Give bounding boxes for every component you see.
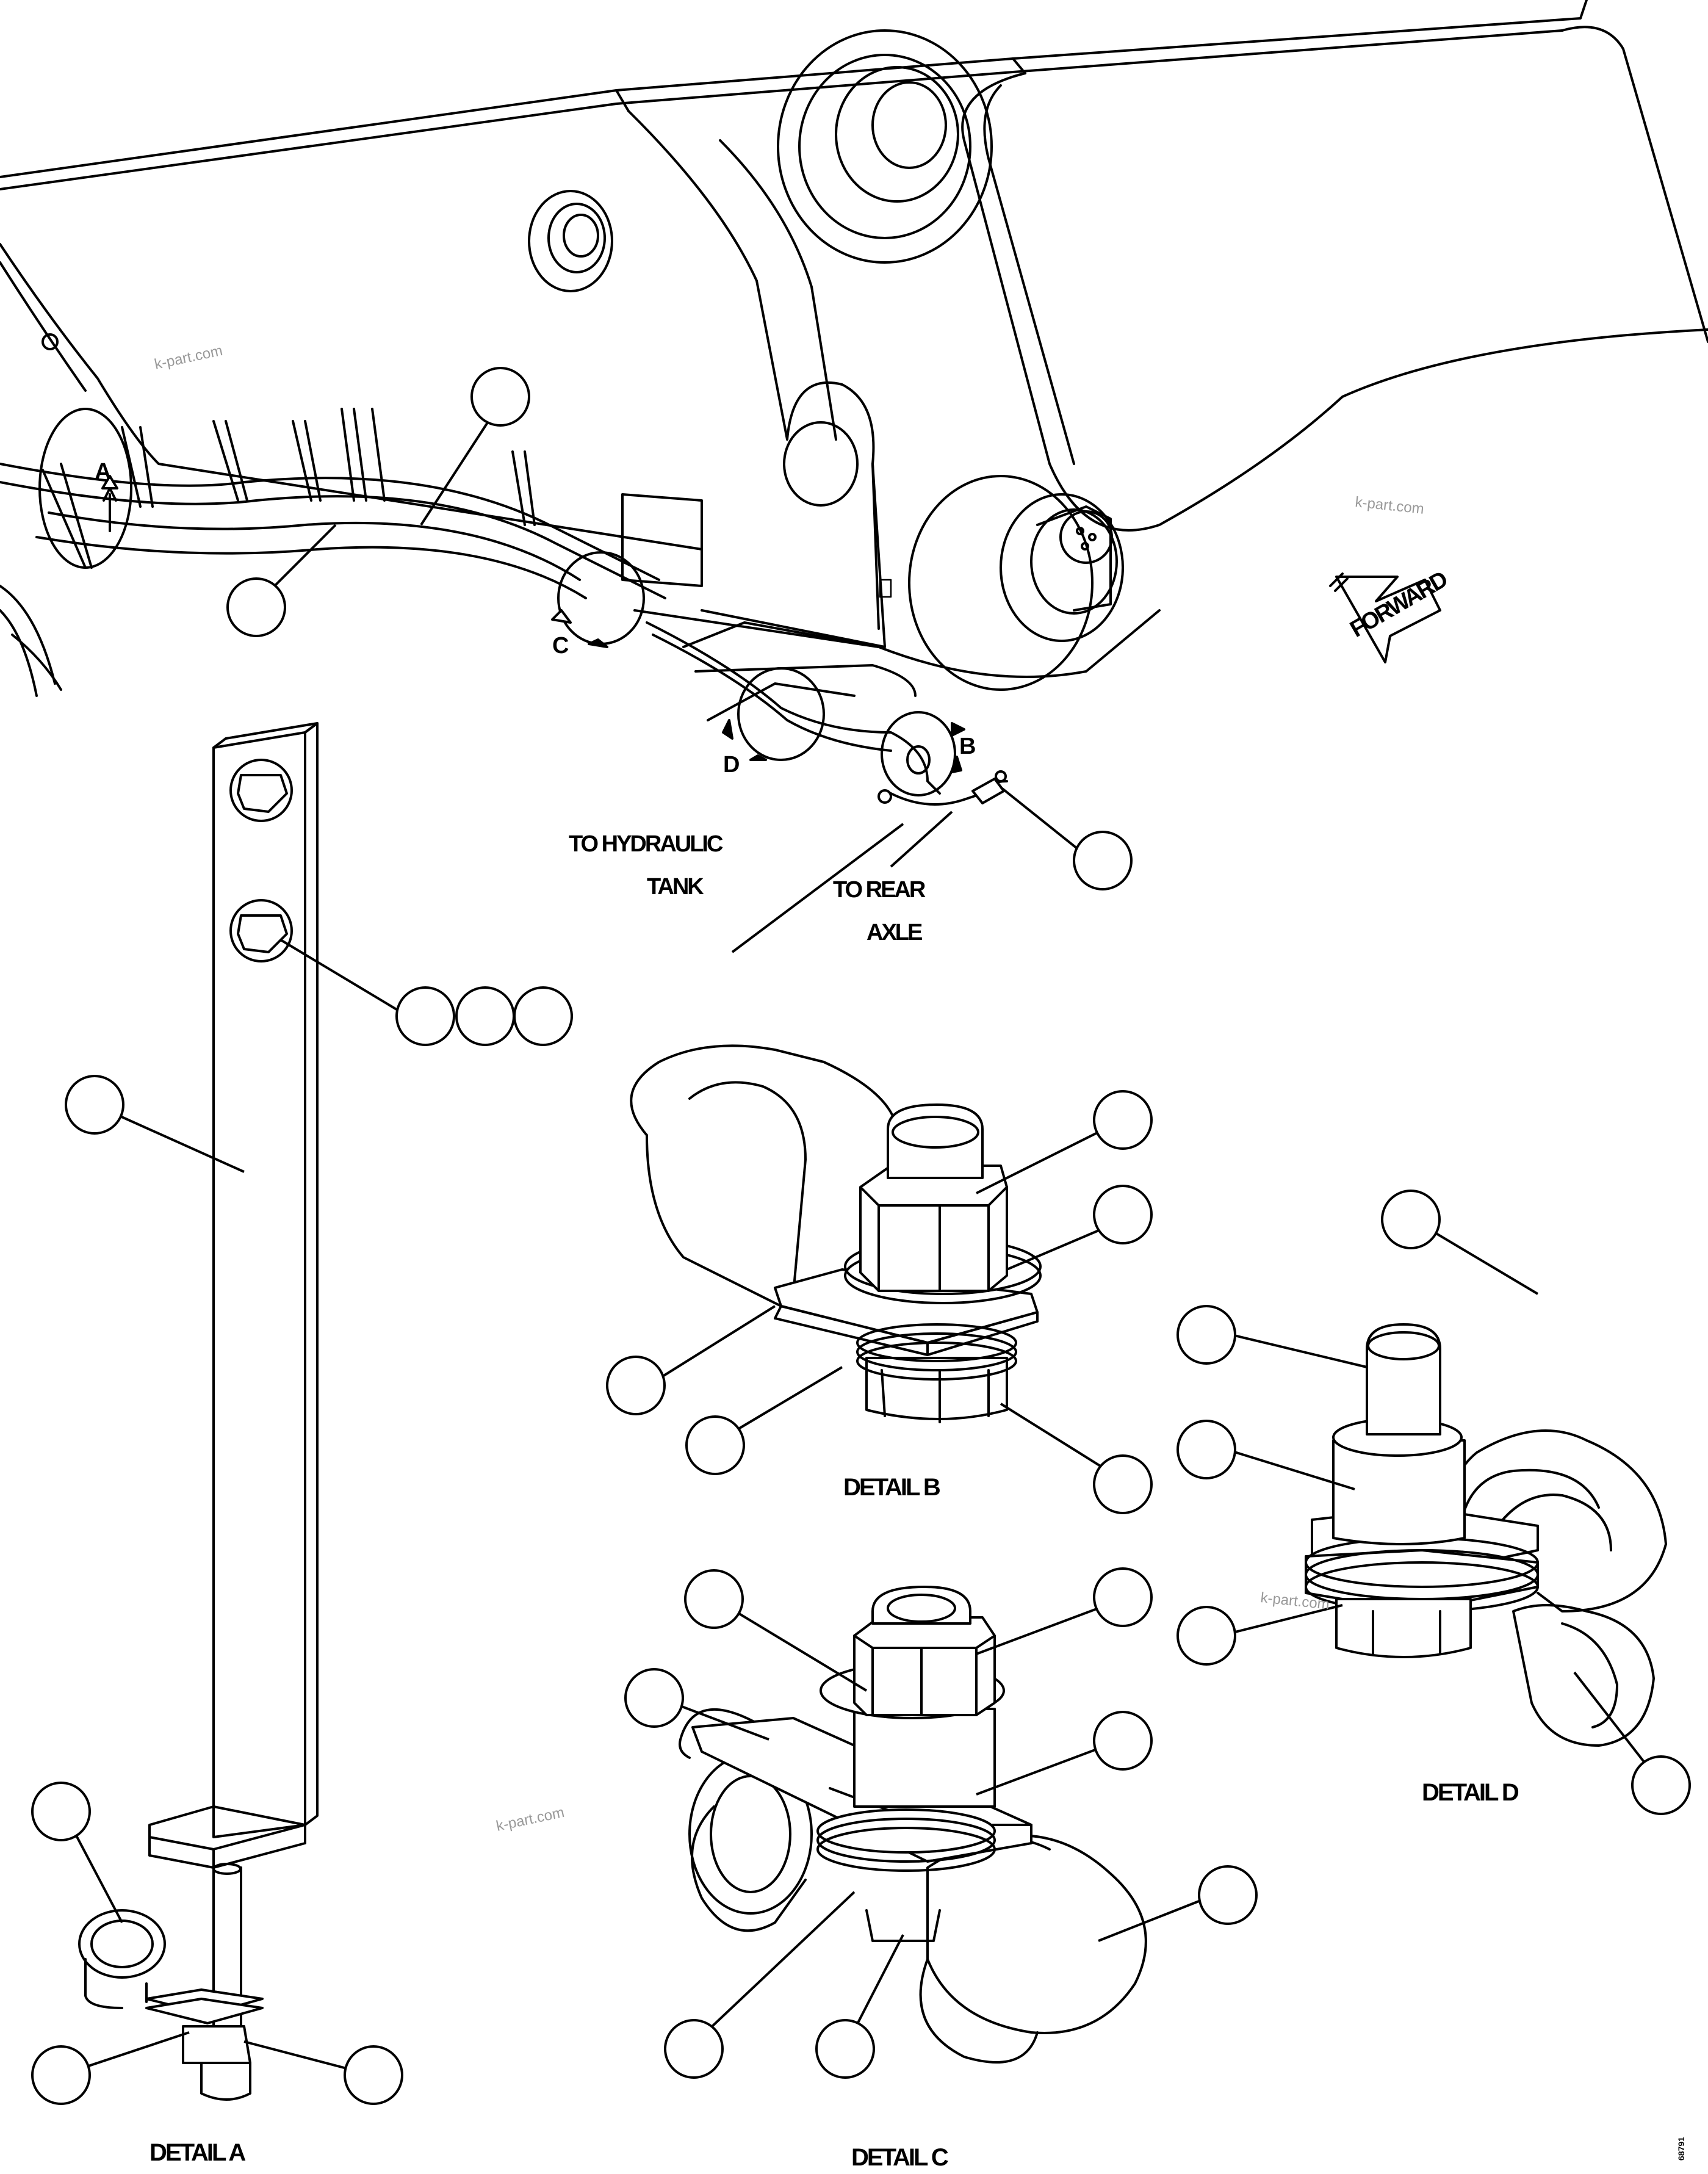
callout-bubble [1093, 1711, 1153, 1771]
view-label-d: D [723, 752, 739, 778]
callout-bubble [606, 1356, 666, 1415]
callout-bubble [470, 367, 530, 427]
callout-bubble [1198, 1865, 1258, 1925]
callout-bubble [1177, 1420, 1236, 1479]
leader-lines [60, 402, 1661, 2076]
detail-c-label: DETAIL C [851, 2144, 948, 2171]
callout-bubble [1093, 1567, 1153, 1627]
detail-a-bracket [78, 722, 319, 2101]
callout-bubble [664, 2019, 724, 2079]
detail-a-label: DETAIL A [150, 2139, 245, 2166]
main-frame-view [0, 0, 1708, 806]
callout-bubble [1073, 831, 1133, 890]
callout-bubble [1093, 1185, 1153, 1244]
callout-bubbles [31, 367, 1691, 2105]
watermark: k-part.com [495, 1804, 566, 1835]
label-tank: TANK [647, 874, 704, 900]
callout-bubble [31, 2045, 91, 2105]
detail-c-double-clamp [679, 1586, 1147, 2064]
callout-bubble [344, 2045, 403, 2105]
callout-bubble [1177, 1305, 1236, 1365]
callout-bubble [685, 1415, 745, 1475]
watermark: k-part.com [1354, 494, 1425, 518]
detail-d-clamp [1305, 1323, 1667, 1747]
callout-bubble [31, 1782, 91, 1841]
detail-b-clamp [630, 1044, 1042, 1423]
watermark: k-part.com [153, 342, 224, 373]
callout-bubble [1177, 1606, 1236, 1666]
view-label-b: B [959, 734, 975, 759]
view-label-c: C [552, 633, 569, 659]
view-label-a: A [95, 459, 111, 485]
callout-bubble [455, 986, 515, 1046]
callout-bubble [815, 2019, 875, 2079]
callout-bubble [684, 1569, 744, 1629]
callout-bubble [226, 577, 286, 637]
callout-bubble [513, 986, 573, 1046]
callout-bubble [624, 1668, 684, 1728]
callout-bubble [1631, 1755, 1691, 1815]
callout-bubble [1093, 1454, 1153, 1514]
drawing-number: 68791 [1676, 2137, 1686, 2161]
detail-b-label: DETAIL B [843, 1474, 940, 1501]
callout-bubble [1093, 1090, 1153, 1150]
watermarks: k-part.com k-part.com k-part.com k-part.… [153, 342, 1425, 1835]
label-axle: AXLE [867, 920, 922, 945]
detail-d-label: DETAIL D [1422, 1779, 1519, 1806]
label-to-rear: TO REAR [833, 877, 926, 903]
callout-bubble [1381, 1190, 1441, 1249]
callout-bubble [395, 986, 455, 1046]
label-to-hydraulic: TO HYDRAULIC [569, 831, 723, 857]
callout-bubble [65, 1075, 124, 1135]
